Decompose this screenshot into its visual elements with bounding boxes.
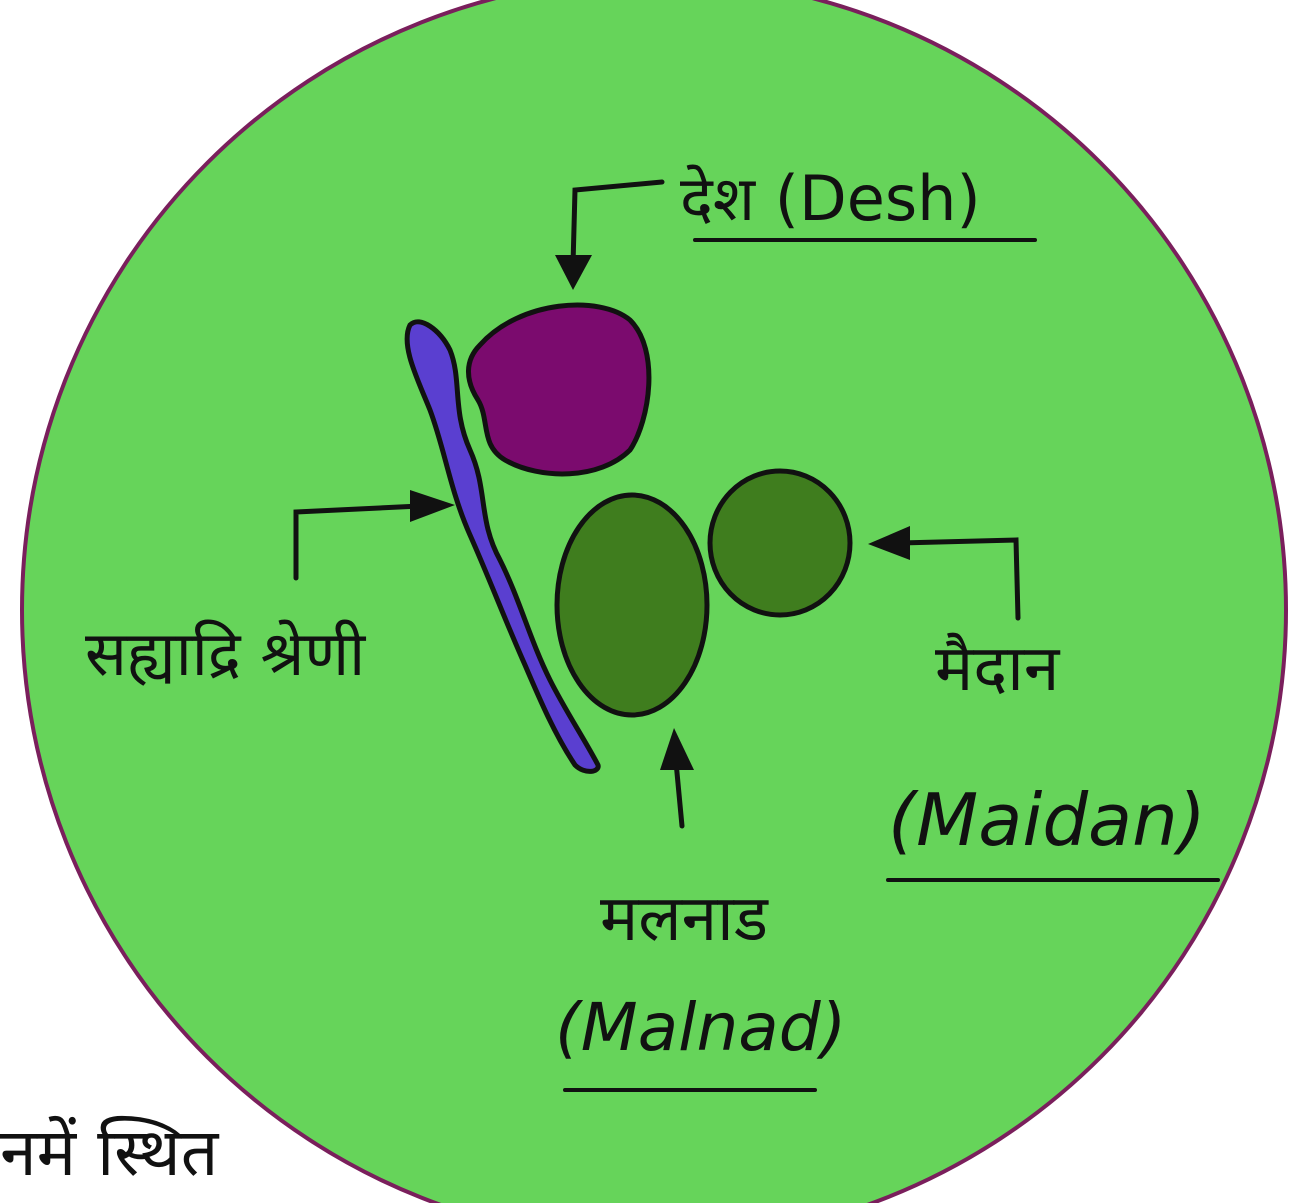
malnad-region-shape [554, 492, 710, 718]
sahyadri-range-shape [404, 319, 601, 774]
malnad-english-label: (Malnad) [555, 989, 846, 1066]
malnad-arrow-head [660, 728, 694, 770]
maidan-region-shape [707, 468, 853, 618]
maidan-hindi-label: मैदान [935, 632, 1061, 706]
desh-arrow-head [555, 255, 592, 290]
desh-label: देश (Desh) [680, 162, 981, 235]
sahyadri-label: सह्याद्रि श्रेणी [85, 617, 366, 690]
maidan-arrow-head [868, 526, 910, 560]
malnad-arrow [673, 759, 685, 829]
maidan-english-label: (Maidan) [888, 778, 1206, 862]
desh-region-shape [466, 302, 652, 477]
malnad-hindi-label: मलनाड [600, 882, 769, 956]
sahyadri-arrow-head [410, 490, 455, 522]
page-fragment-text: नमें स्थित [0, 1114, 220, 1191]
desh-arrow [570, 179, 665, 268]
maidan-arrow [897, 537, 1021, 621]
sahyadri-arrow [293, 503, 423, 581]
